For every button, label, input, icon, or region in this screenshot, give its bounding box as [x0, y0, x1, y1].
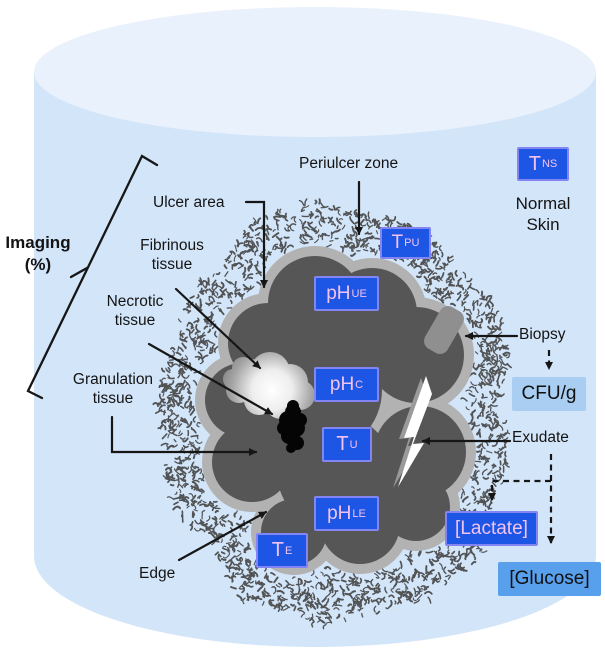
imaging-label-line1: Imaging: [5, 233, 71, 252]
imaging-bracket: [26, 154, 159, 400]
fibrinous-tissue-label: Fibrinous tissue: [126, 236, 218, 275]
ph-ue-main: pH: [326, 282, 351, 304]
normal-skin-label-line1: Normal: [515, 194, 571, 213]
edge-arrow: [177, 510, 268, 562]
normal-skin-label-line2: Skin: [526, 215, 560, 235]
granulation-tissue-label: Granulation tissue: [57, 370, 169, 409]
t-pu-main: T: [391, 232, 404, 253]
t-ns-main: T: [528, 152, 541, 175]
ph-le-main: pH: [327, 502, 352, 524]
cfu-per-gram-box: CFU/g: [512, 377, 586, 411]
necrotic-arrow: [147, 342, 274, 416]
biopsy-flap: [424, 306, 464, 354]
normal-skin-label: Normal Skin: [504, 193, 582, 236]
fibrinous-label-line1: Fibrinous: [140, 237, 204, 254]
lactate-box: [Lactate]: [445, 511, 538, 546]
necrotic-tissue-blob: [277, 400, 307, 453]
biopsy-label: Biopsy: [519, 326, 566, 343]
exudate-bolt-highlight: [398, 376, 432, 487]
exudate-label: Exudate: [512, 429, 569, 446]
callout-arrows: [110, 180, 519, 562]
ph-c-main: pH: [329, 373, 355, 395]
necrotic-label-line2: tissue: [114, 312, 156, 330]
imaging-label-line2: (%): [24, 255, 52, 275]
imaging-label: Imaging (%): [0, 232, 76, 276]
fibrinous-arrow: [174, 287, 262, 370]
granulation-label-line1: Granulation: [72, 371, 154, 388]
dashed-flow-arrows: [488, 350, 555, 544]
exudate-bolt: [393, 376, 432, 488]
necrotic-tissue-label: Necrotic tissue: [94, 292, 176, 331]
t-e-main: T: [271, 539, 284, 561]
granulation-arrow: [110, 415, 258, 456]
granulation-label-line2: tissue: [92, 390, 134, 408]
fibrinous-label-line2: tissue: [151, 256, 193, 274]
edge-label: Edge: [139, 565, 176, 582]
periulcer-zone-label: Periulcer zone: [299, 155, 399, 172]
cylinder-top-surface: [34, 7, 596, 137]
necrotic-label-line1: Necrotic: [106, 293, 164, 310]
ulcer-area-arrow: [244, 200, 268, 289]
ulcer-area-label: Ulcer area: [153, 194, 225, 211]
t-u-main: T: [336, 433, 349, 455]
glucose-box: [Glucose]: [498, 562, 601, 596]
